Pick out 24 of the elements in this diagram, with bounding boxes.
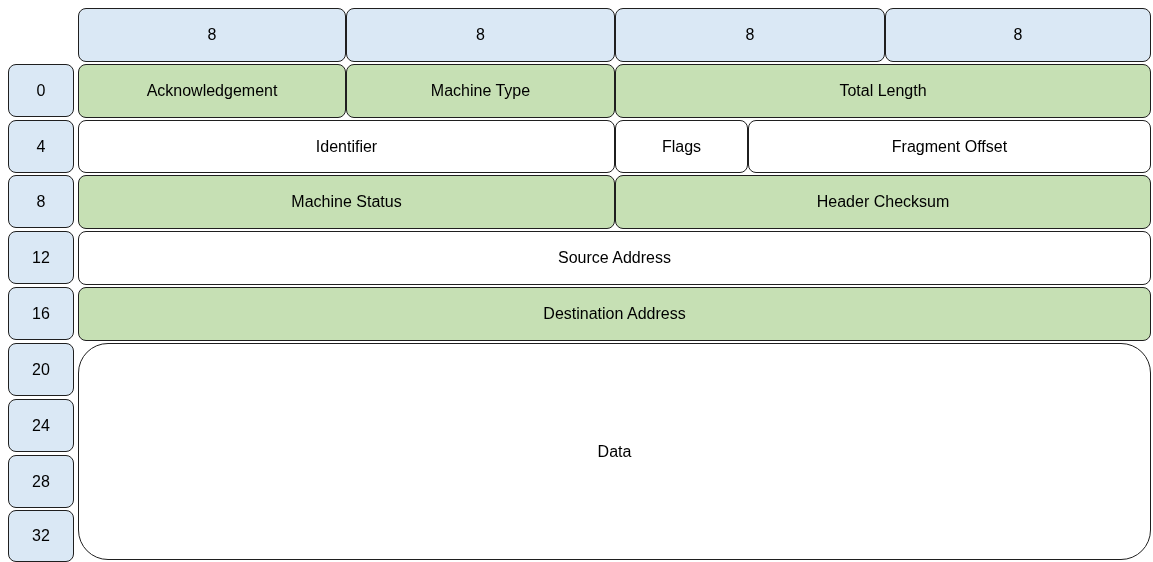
bit-width-header: 8: [615, 8, 885, 62]
row-offset-label: 4: [8, 120, 74, 173]
bit-width-header: 8: [78, 8, 346, 62]
header-field: Identifier: [78, 120, 615, 173]
header-field: Total Length: [615, 64, 1151, 118]
bit-width-header: 8: [885, 8, 1151, 62]
row-offset-label: 16: [8, 287, 74, 340]
header-field: Flags: [615, 120, 748, 173]
row-offset-label: 0: [8, 64, 74, 117]
row-offset-label: 28: [8, 455, 74, 508]
row-offset-label: 24: [8, 399, 74, 452]
header-field: Destination Address: [78, 287, 1151, 341]
header-field: Machine Status: [78, 175, 615, 229]
header-field: Source Address: [78, 231, 1151, 285]
row-offset-label: 20: [8, 343, 74, 396]
header-field: Machine Type: [346, 64, 615, 118]
row-offset-label: 12: [8, 231, 74, 284]
row-offset-label: 32: [8, 510, 74, 562]
row-offset-label: 8: [8, 175, 74, 228]
header-field: Acknowledgement: [78, 64, 346, 118]
header-field: Fragment Offset: [748, 120, 1151, 173]
data-field: Data: [78, 343, 1151, 560]
bit-width-header: 8: [346, 8, 615, 62]
header-field: Header Checksum: [615, 175, 1151, 229]
